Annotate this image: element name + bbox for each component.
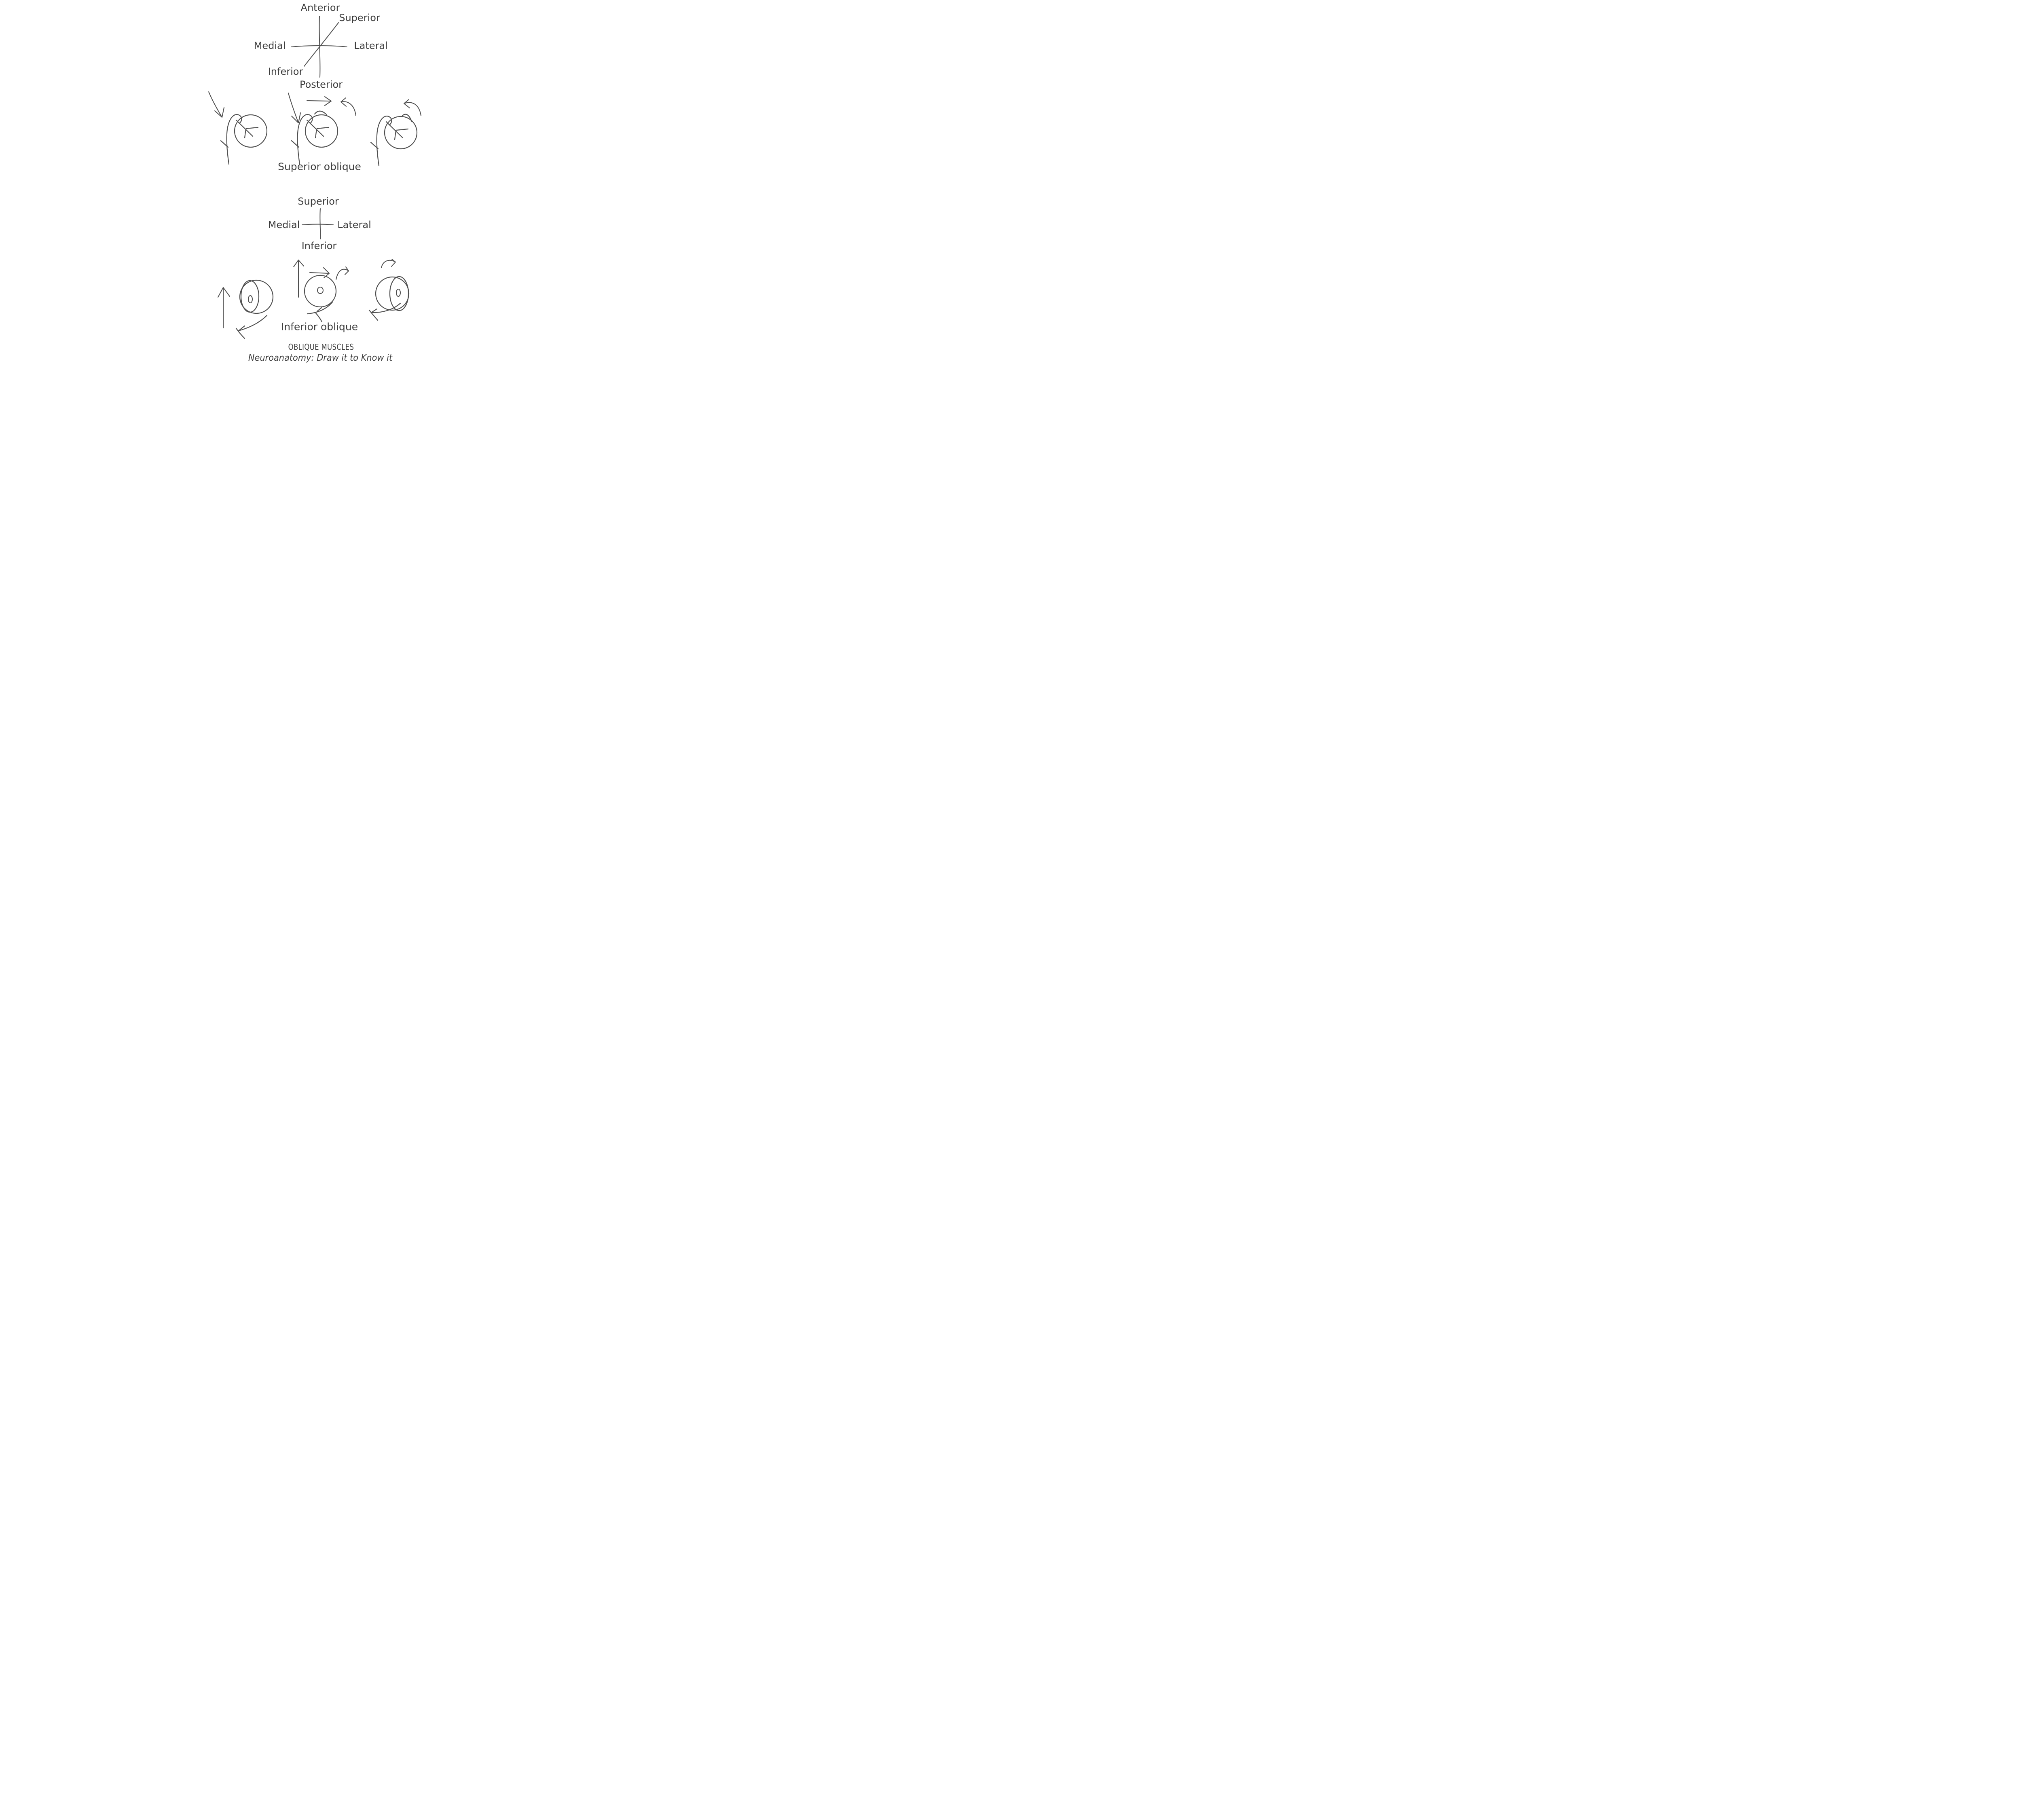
label-medial-3d: Medial: [254, 40, 286, 51]
eye-globe: [239, 279, 274, 314]
inferior-oblique-eye-right: [368, 259, 410, 321]
inferior-oblique-muscle-hook: [307, 301, 333, 323]
insertion-foot: [385, 121, 409, 140]
pupil: [248, 295, 253, 303]
inferior-oblique-eye-left: [218, 279, 274, 339]
tendon-barb: [370, 142, 379, 150]
inferior-oblique-muscle-hook: [368, 302, 401, 321]
eye-globe: [305, 114, 338, 148]
trochlea-tendon: [226, 114, 242, 165]
label-inferior-oblique: Inferior oblique: [281, 321, 358, 333]
label-inferior-2d: Inferior: [301, 240, 337, 252]
tendon-barb: [220, 140, 229, 148]
intorsion-curved-arrow-icon: [404, 99, 421, 116]
up-arrow-icon: [218, 287, 230, 328]
label-superior-2d: Superior: [298, 196, 339, 207]
superior-oblique-eye-left: [208, 91, 268, 165]
axis-3d-lines: [291, 16, 347, 78]
label-inferior-3d: Inferior: [268, 66, 303, 77]
trochlea-tendon: [376, 116, 392, 167]
pupil: [317, 287, 324, 294]
label-lateral-2d: Lateral: [337, 219, 371, 230]
eye-globe: [384, 116, 418, 150]
down-diagonal-arrow-icon: [288, 93, 301, 123]
cornea-rim: [240, 280, 260, 313]
eye-globe: [304, 275, 337, 308]
superior-oblique-eye-right: [370, 99, 421, 167]
label-medial-2d: Medial: [268, 219, 300, 230]
pupil: [396, 289, 401, 297]
superior-inferior-axis-line: [304, 22, 339, 67]
inferior-oblique-muscle-hook: [235, 315, 268, 339]
inferior-oblique-eye-middle: [293, 260, 349, 323]
medial-lateral-axis-line: [302, 224, 334, 225]
label-superior-oblique: Superior oblique: [278, 161, 361, 173]
eye-globe: [234, 114, 268, 148]
hand-drawn-line-art: [208, 16, 421, 339]
intorsion-curved-arrow-icon: [341, 97, 356, 116]
diagram-canvas: Anterior Superior Medial Lateral Inferio…: [0, 0, 647, 364]
label-anterior: Anterior: [300, 2, 340, 13]
footer-subtitle: Neuroanatomy: Draw it to Know it: [248, 353, 393, 363]
up-arrow-icon: [293, 260, 304, 298]
label-posterior: Posterior: [299, 79, 343, 90]
extorsion-curved-arrow-icon: [336, 266, 349, 280]
trochlea-tendon: [297, 114, 313, 165]
down-diagonal-arrow-icon: [208, 91, 224, 118]
label-superior-3d: Superior: [339, 12, 380, 23]
axis-2d-lines: [302, 208, 334, 239]
right-arrow-icon: [307, 96, 332, 106]
right-arrow-icon: [309, 267, 330, 278]
tendon-barb: [291, 140, 300, 148]
footer-title: OBLIQUE MUSCLES: [288, 342, 354, 352]
insertion-foot: [306, 119, 330, 139]
medial-lateral-axis-line: [291, 45, 347, 47]
insertion-bump: [402, 114, 412, 122]
insertion-foot: [235, 119, 259, 139]
extorsion-curved-arrow-icon: [381, 259, 396, 268]
superior-oblique-eye-middle: [288, 93, 356, 165]
label-lateral-3d: Lateral: [354, 40, 388, 51]
insertion-bump: [314, 110, 327, 115]
cornea-rim: [389, 276, 409, 311]
anterior-posterior-axis-line: [319, 16, 321, 78]
